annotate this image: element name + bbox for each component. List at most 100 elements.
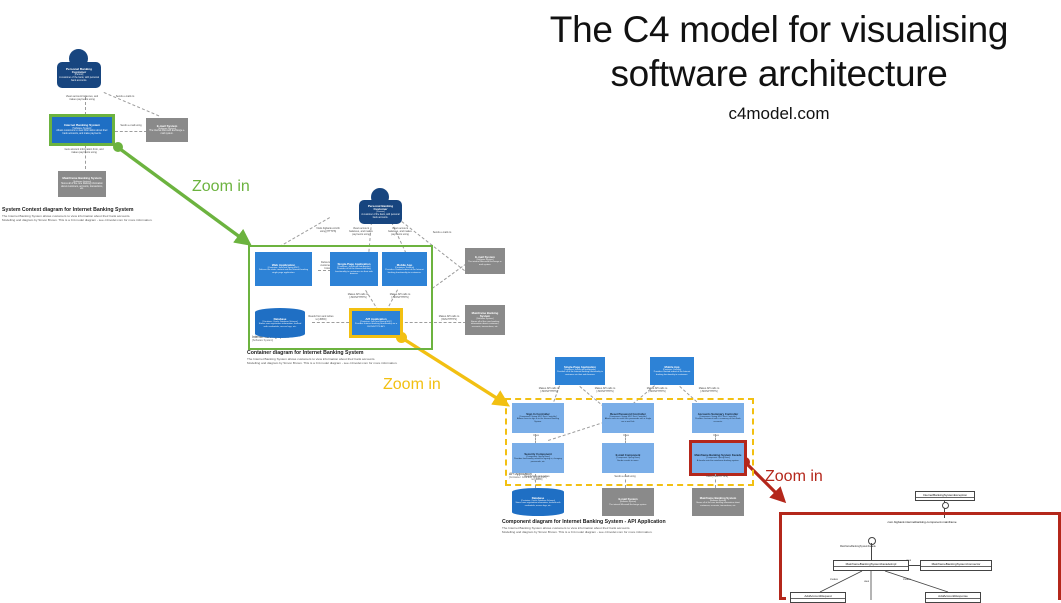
relationship-label: Makes API calls to [JSON/HTTPS] (594, 387, 616, 393)
element-description: The internal Microsoft Exchange e-mail s… (149, 130, 185, 135)
element-description: The internal Microsoft Exchange e-mail s… (468, 261, 502, 266)
relationship-label: Visits bigbank.com/ib using [HTTPS] (316, 227, 340, 233)
caption-sub-2: Modelling and diagram by Simon Brown. Th… (2, 217, 153, 222)
caption-sub-2: Modelling and diagram by Simon Brown. Th… (502, 529, 653, 534)
relationship-line (625, 474, 626, 488)
uml-class-addaccountresponse[interactable]: AddAccountResponse (925, 592, 981, 603)
component-mainframe-banking-system-facade[interactable]: Mainframe Banking System Facade [Compone… (692, 443, 744, 473)
relationship-label: Sends e-mail using (120, 124, 142, 127)
uml-class-name: MainframeBankingSystemConnector (921, 561, 991, 568)
element-name: E-mail Component (615, 453, 641, 458)
relationship-label: Makes API calls to [JSON/HTTPS] (347, 293, 369, 299)
person-personal-banking-customer[interactable]: Personal Banking Customer [Person] A cus… (359, 200, 402, 224)
element-name: Sign In Controller (526, 412, 550, 417)
element-name: Accounts Summary Controller (697, 412, 739, 417)
system-email-system[interactable]: E-mail System [Software System] The inte… (465, 248, 505, 274)
element-description: Provides a limited subset of the Interne… (653, 371, 691, 376)
zoom-in-label-green: Zoom in (192, 178, 250, 195)
diagram-caption: System Context diagram for Internet Bank… (2, 207, 152, 222)
system-email-system[interactable]: E-mail System [Software System] The inte… (146, 118, 188, 142)
relationship-label: Sends e-mail using (614, 475, 636, 478)
relationship-label: Reads from and writes to [JDBC] (524, 475, 550, 481)
element-description: Stores all of the core banking informati… (470, 320, 500, 328)
relationship-label: Makes API calls to [XML/HTTPS] (438, 315, 460, 321)
system-boundary-internet-banking (248, 245, 433, 350)
element-name: Mainframe Banking System (699, 496, 737, 501)
uml-edge-label: creates (903, 578, 911, 581)
element-type: [Person] (376, 211, 385, 214)
container-single-page-application[interactable]: Single-Page Application [Container: Java… (555, 357, 605, 385)
element-description: Delivers the static content and the Inte… (258, 269, 309, 274)
system-internet-banking-system[interactable]: Internet Banking System [Software System… (52, 117, 112, 143)
relationship-label: Makes API calls to [JSON/HTTPS] (646, 387, 668, 393)
element-type: [Component: Spring MVC Rest Controller] (699, 415, 737, 418)
relationship-label: Uses (713, 434, 719, 437)
element-type: [Component: Spring Bean] (616, 457, 640, 460)
database-container[interactable]: Database [Container: Oracle Database Sch… (512, 488, 564, 516)
uml-interface-circle-icon (941, 502, 949, 509)
component-sign-in-controller[interactable]: Sign In Controller [Component: Spring MV… (512, 403, 564, 433)
system-mainframe-banking-system[interactable]: Mainframe Banking System [Software Syste… (58, 171, 106, 197)
caption-sub-2: Modelling and diagram by Simon Brown. Th… (247, 360, 398, 365)
element-description: Provides functionality related to signin… (514, 458, 562, 463)
element-name: Database (273, 316, 287, 321)
element-type: [Software System] (476, 318, 494, 321)
uml-package: com.bigbank.internetbanking.component.ma… (786, 518, 1058, 600)
element-description: A facade onto the mainframe banking syst… (696, 459, 740, 462)
container-mobile-app[interactable]: Mobile App [Container: Xamarin] Provides… (650, 357, 694, 385)
uml-class-internetbankingsystemexception[interactable]: InternetBankingSystemException (915, 491, 975, 501)
element-description: Provides customers with a summary of the… (695, 418, 741, 423)
uml-class-mainframebankingsystemconnector[interactable]: MainframeBankingSystemConnector (920, 560, 992, 571)
caption-title: Container diagram for Internet Banking S… (247, 350, 364, 356)
element-type: [Container: Oracle Database Schema] (521, 499, 555, 502)
zoom-in-label-red: Zoom in (765, 468, 823, 485)
element-description: Allows users to sign in to the Internet … (516, 418, 560, 423)
element-type: [Component: Spring Bean] (526, 455, 550, 458)
element-name: API Application (365, 316, 387, 321)
element-type: [Software System] (73, 180, 91, 183)
element-type: [Container: Oracle Database Schema] (262, 320, 298, 323)
element-name: Web Application (271, 262, 296, 267)
element-description: Stores user registration information, ha… (258, 323, 302, 328)
relationship-line (400, 322, 466, 323)
system-mainframe-banking-system[interactable]: Mainframe Banking System [Software Syste… (465, 305, 505, 335)
uml-class-addaccountrequest[interactable]: AddAccountRequest (790, 592, 846, 603)
uml-edge-label: uses (864, 580, 870, 583)
component-accounts-summary-controller[interactable]: Accounts Summary Controller [Component: … (692, 403, 744, 433)
element-name: Mobile App (664, 365, 680, 370)
element-name: Single-Page Application (564, 365, 596, 370)
container-mobile-app[interactable]: Mobile App [Container: Xamarin] Provides… (382, 252, 427, 286)
relationship-label: Reads from and writes to [JDBC] (308, 315, 334, 321)
diagram-caption: Container diagram for Internet Banking S… (247, 350, 397, 365)
container-api-application[interactable]: API Application [Container: Java and Spr… (352, 311, 400, 335)
uml-edge-label: creates (830, 578, 838, 581)
component-security-component[interactable]: Security Component [Component: Spring Be… (512, 443, 564, 473)
person-personal-banking-customer[interactable]: Personal Banking Customer [Person] A cus… (57, 62, 101, 88)
element-type: [Software System] (72, 127, 92, 130)
relationship-label: Views account balances, and makes paymen… (388, 227, 412, 236)
component-email-component[interactable]: E-mail Component [Component: Spring Bean… (602, 443, 654, 473)
database-container[interactable]: Database [Container: Oracle Database Sch… (255, 308, 305, 338)
relationship-label: Sends e-mails to (432, 231, 452, 234)
container-web-application[interactable]: Web Application [Container: Java and Spr… (255, 252, 312, 286)
element-type: [Component: Spring Bean] (706, 457, 730, 460)
uml-interface-label: MainframeBankingSystemFacade (840, 545, 876, 548)
zoom-in-label-yellow: Zoom in (383, 376, 441, 393)
relationship-line (312, 322, 354, 323)
element-type: [Software System] (619, 501, 637, 504)
component-reset-password-controller[interactable]: Reset Password Controller [Component: Sp… (602, 403, 654, 433)
relationship-label: Makes API calls to [JSON/HTTPS] (698, 387, 720, 393)
element-type: [Component: Spring MVC Rest Controller] (609, 415, 647, 418)
element-description: Allows users to reset their passwords wi… (604, 418, 652, 423)
element-description: A customer of the bank, with personal ba… (59, 76, 99, 82)
uml-class-mainframebankingsystemfacadeimpl[interactable]: MainframeBankingSystemFacadeImpl (833, 560, 909, 571)
system-mainframe-banking-system[interactable]: Mainframe Banking System [Software Syste… (692, 488, 744, 516)
system-email-system[interactable]: E-mail System [Software System] The inte… (602, 488, 654, 516)
container-single-page-application[interactable]: Single-Page Application [Container: Java… (330, 252, 378, 286)
uml-association-line (909, 565, 920, 566)
site-url: c4model.com (728, 104, 830, 123)
uml-realization-line (870, 543, 872, 560)
element-type: [Container: JavaScript and Angular] (337, 265, 371, 268)
element-description: Provides a limited subset of the Interne… (385, 269, 424, 274)
